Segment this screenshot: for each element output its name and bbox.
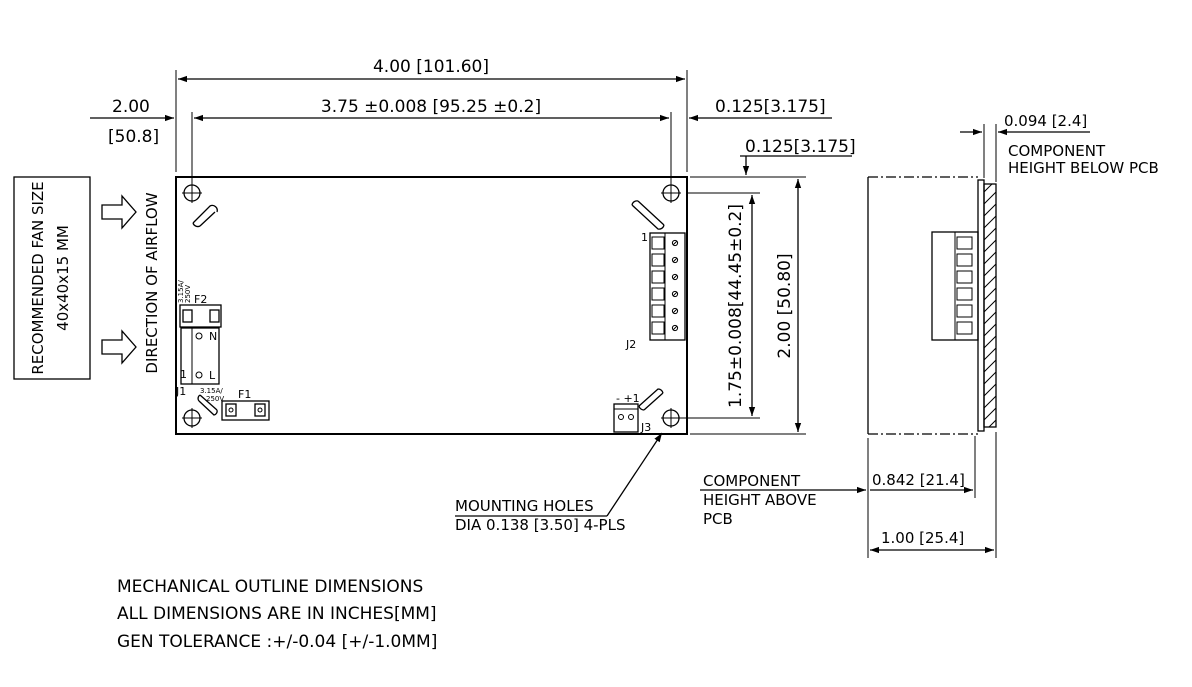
- mounting-holes-line1: MOUNTING HOLES: [455, 497, 594, 515]
- notes-block: MECHANICAL OUTLINE DIMENSIONS ALL DIMENS…: [117, 577, 437, 652]
- f2-label: F2: [194, 293, 207, 306]
- dim-below-pcb-text: 0.094 [2.4]: [1004, 112, 1087, 130]
- mounting-holes-callout: MOUNTING HOLES DIA 0.138 [3.50] 4-PLS: [455, 432, 663, 534]
- j2-pin1-label: 1: [641, 231, 648, 244]
- connector-j2: [649, 232, 686, 341]
- dim-fan-offset-in: 2.00: [112, 97, 150, 117]
- slot-top-left: [192, 204, 218, 228]
- dim-overall-length-text: 4.00 [101.60]: [373, 57, 489, 77]
- note-2: ALL DIMENSIONS ARE IN INCHES[MM]: [117, 604, 437, 624]
- dimension-above-pcb: 0.842 [21.4] COMPONENT HEIGHT ABOVE PCB: [700, 436, 976, 558]
- board-top-view: N L 1 J1 F2 3.15A/ 250V F1 3.15A/ 250V: [175, 176, 688, 435]
- pcb-below-components: [983, 183, 997, 428]
- fan-size-line1: RECOMMENDED FAN SIZE: [29, 181, 47, 374]
- dim-hole-spacing-y-text: 1.75±0.008[44.45±0.2]: [726, 204, 746, 408]
- note-3: GEN TOLERANCE :+/-0.04 [+/-1.0MM]: [117, 632, 437, 652]
- dim-above-pcb-text: 0.842 [21.4]: [872, 471, 965, 489]
- mounting-hole-top-right: [661, 183, 681, 203]
- fuse-f2-clip-left: [182, 309, 193, 323]
- dimension-hole-spacing-y: 1.75±0.008[44.45±0.2]: [680, 192, 760, 419]
- f1-rating-v: 250V: [206, 395, 224, 403]
- dimension-overall-length: 4.00 [101.60]: [175, 57, 688, 172]
- fuse-f2-body: [179, 304, 222, 328]
- mounting-hole-top-left: [182, 183, 202, 203]
- dimension-hole-edge-y: 0.125[3.175]: [740, 137, 856, 175]
- above-pcb-line1: COMPONENT: [703, 472, 801, 490]
- dim-overall-width-text: 2.00 [50.80]: [775, 253, 795, 358]
- j3-label: J3: [640, 421, 651, 434]
- j1-n-label: N: [209, 330, 217, 343]
- airflow-arrow-top-icon: [101, 194, 137, 230]
- f1-label: F1: [238, 388, 251, 401]
- above-pcb-line3: PCB: [703, 510, 733, 528]
- dimension-overall-width: 2.00 [50.80]: [690, 176, 806, 435]
- f1-rating-a: 3.15A/: [200, 387, 223, 395]
- dimension-hole-edge-x: 0.125[3.175]: [689, 97, 832, 122]
- fuse-f1-body: [221, 400, 270, 421]
- mounting-hole-bottom-left: [182, 408, 202, 428]
- dim-hole-spacing-x-text: 3.75 ±0.008 [95.25 ±0.2]: [321, 97, 541, 117]
- below-pcb-line1: COMPONENT: [1008, 142, 1106, 160]
- airflow-arrow-bottom-icon: [101, 329, 137, 365]
- j1-pin-l: [195, 371, 203, 379]
- dimension-fan-offset: 2.00 [50.8]: [90, 97, 174, 147]
- j3-pins-label: - +1: [616, 392, 640, 405]
- above-pcb-line2: HEIGHT ABOVE: [703, 491, 817, 509]
- dimension-total-height: 1.00 [25.4]: [870, 432, 997, 558]
- dim-fan-offset-mm: [50.8]: [108, 127, 159, 147]
- below-pcb-line2: HEIGHT BELOW PCB: [1008, 159, 1159, 177]
- j1-pin-n: [195, 332, 203, 340]
- j1-pin1-label: 1: [180, 368, 187, 381]
- f2-rating-a: 3.15A/: [177, 280, 185, 303]
- dimension-below-pcb: 0.094 [2.4] COMPONENT HEIGHT BELOW PCB: [960, 112, 1159, 182]
- fuse-f2-clip-right: [209, 309, 220, 323]
- connector-j1: [180, 327, 220, 385]
- side-view: [867, 176, 997, 435]
- fan-size-line2: 40x40x15 MM: [54, 225, 72, 331]
- dimension-hole-spacing-x: 3.75 ±0.008 [95.25 ±0.2]: [191, 97, 672, 183]
- slot-bottom-left: [197, 394, 218, 416]
- airflow-label: DIRECTION OF AIRFLOW: [143, 192, 161, 373]
- slot-bottom-right: [638, 388, 664, 411]
- j1-l-label: L: [209, 369, 216, 382]
- j2-label: J2: [625, 338, 636, 351]
- pcb-outline: [175, 176, 688, 435]
- f2-rating-v: 250V: [184, 285, 192, 303]
- mounting-holes-line2: DIA 0.138 [3.50] 4-PLS: [455, 516, 625, 534]
- j1-label: J1: [175, 385, 186, 398]
- dim-hole-edge-x-text: 0.125[3.175]: [715, 97, 826, 117]
- pcb-edge: [977, 179, 985, 432]
- fan-size-box: RECOMMENDED FAN SIZE 40x40x15 MM: [13, 176, 91, 380]
- note-1: MECHANICAL OUTLINE DIMENSIONS: [117, 577, 423, 597]
- dim-hole-edge-y-text: 0.125[3.175]: [745, 137, 856, 157]
- slot-top-right: [631, 200, 665, 230]
- mounting-hole-bottom-right: [661, 408, 681, 428]
- dim-total-height-text: 1.00 [25.4]: [881, 529, 964, 547]
- connector-j3: [613, 403, 639, 433]
